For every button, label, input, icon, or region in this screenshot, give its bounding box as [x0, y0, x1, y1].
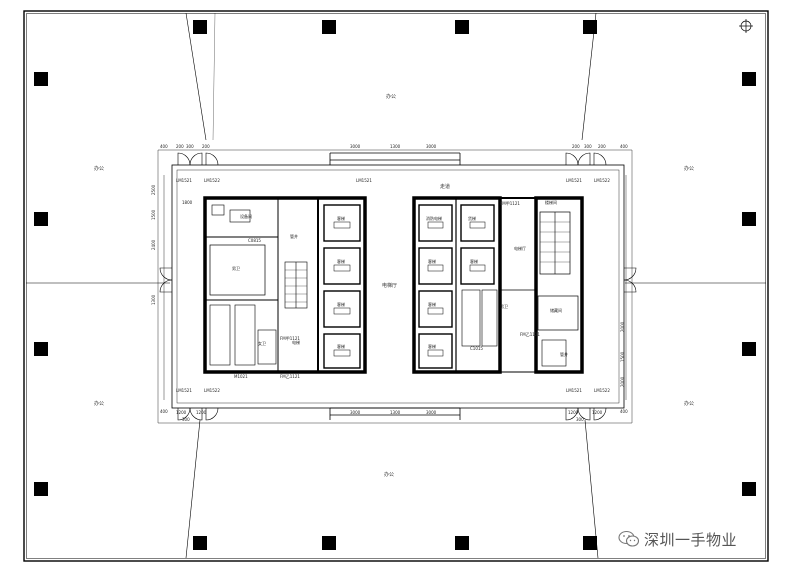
dim-text: 1300: [390, 144, 401, 149]
left-core: [203, 196, 367, 374]
dim-text: 1300: [390, 410, 401, 415]
zone-corridor: 走道: [440, 183, 450, 190]
room-labels: 客梯 客梯 客梯 客梯 消防电梯 货梯 客梯 客梯 客梯 客梯 男卫 女卫 管井…: [232, 199, 568, 357]
dim-text: 2500: [151, 184, 156, 195]
room-label: 客梯: [337, 343, 345, 349]
dim-text: 400: [620, 409, 628, 414]
watermark: 深圳一手物业: [618, 528, 784, 550]
room-label: 消防电梯: [426, 215, 442, 221]
room-label: 管井: [290, 233, 298, 239]
dim-text: 200: [202, 144, 210, 149]
dim-text: 400: [160, 409, 168, 414]
dim-text: 1800: [182, 200, 193, 205]
door-tag: LM1522: [204, 388, 220, 393]
door-tag: LM1522: [594, 388, 610, 393]
dim-text: 200: [176, 144, 184, 149]
dim-text: 2400: [151, 239, 156, 250]
door-tag: LM1521: [566, 178, 582, 183]
columns: [34, 20, 756, 550]
zone-office-sw: 办公: [94, 400, 104, 407]
dim-text: 3000: [426, 410, 437, 415]
room-label: 客梯: [428, 301, 436, 307]
door-tag: C0815: [248, 238, 261, 243]
door-tag: FM甲1121: [280, 336, 300, 341]
north-arrow-icon: [739, 19, 753, 33]
room-label: 女卫: [258, 340, 266, 346]
dim-text: 300: [576, 417, 584, 422]
room-label: 客梯: [428, 343, 436, 349]
dim-text: 200: [572, 144, 580, 149]
door-tag: FM乙1121: [280, 373, 300, 379]
room-label: 客梯: [337, 301, 345, 307]
room-label: 客梯: [428, 258, 436, 264]
door-tag: FM甲1121: [500, 201, 520, 206]
room-label: 储藏间: [550, 307, 562, 313]
dim-text: 300: [584, 144, 592, 149]
dim-text: 300: [182, 417, 190, 422]
dim-text: 1200: [176, 410, 187, 415]
dim-text: 2000: [620, 376, 625, 387]
right-core: [412, 196, 584, 374]
room-label: 货梯: [468, 215, 476, 221]
dim-text: 400: [160, 144, 168, 149]
door-tags: LM1521 LM1522 LM1521 LM1521 LM1522 LM152…: [176, 178, 610, 393]
zone-office-south: 办公: [384, 471, 394, 478]
door-tag: LM1521: [566, 388, 582, 393]
dim-text: 1300: [151, 294, 156, 305]
axis-lines: [26, 12, 766, 559]
room-label: 客梯: [337, 215, 345, 221]
door-tag: LM1521: [356, 178, 372, 183]
dim-text: 1200: [592, 410, 603, 415]
watermark-text: 深圳一手物业: [644, 530, 738, 549]
door-tag: C1015: [470, 346, 483, 351]
dim-text: 1500: [151, 209, 156, 220]
door-tag: LM1521: [176, 178, 192, 183]
door-tag: M1021: [234, 374, 248, 379]
room-label: 客梯: [337, 258, 345, 264]
zone-office-se: 办公: [684, 400, 694, 407]
zone-labels: 办公 办公 办公 办公 办公 办公 走道 电梯厅: [94, 93, 694, 478]
room-label: 设备间: [240, 213, 252, 219]
zone-office-north: 办公: [386, 93, 396, 100]
room-label: 男卫: [500, 304, 508, 309]
dim-text: 300: [186, 144, 194, 149]
room-label: 男卫: [232, 266, 240, 271]
dim-text: 3000: [350, 410, 361, 415]
wechat-icon: [618, 530, 640, 547]
dimension-lines: [157, 149, 633, 424]
dimension-labels: 200 300 200 3000 1300 3000 200 300 200 4…: [151, 144, 628, 422]
door-swings: [159, 152, 637, 421]
dim-text: 1500: [620, 351, 625, 362]
dim-text: 2000: [620, 321, 625, 332]
room-label: 管井: [560, 351, 568, 357]
door-tag: LM1522: [594, 178, 610, 183]
dim-text: 1200: [196, 410, 207, 415]
room-label: 客梯: [470, 258, 478, 264]
door-tag: FM乙1121: [520, 331, 540, 337]
zone-core: 电梯厅: [382, 282, 397, 289]
dim-text: 1200: [568, 410, 579, 415]
room-label: 楼梯间: [545, 199, 557, 205]
room-label: 电梯: [292, 339, 300, 345]
door-tag: LM1522: [204, 178, 220, 183]
zone-office-east: 办公: [684, 165, 694, 172]
outer-wall: [23, 10, 769, 562]
room-label: 电梯厅: [514, 245, 526, 251]
door-tag: LM1521: [176, 388, 192, 393]
dim-text: 200: [598, 144, 606, 149]
core-corridor-wall: [171, 152, 625, 420]
dim-text: 400: [620, 144, 628, 149]
dim-text: 3000: [426, 144, 437, 149]
dim-text: 3000: [350, 144, 361, 149]
zone-office-west: 办公: [94, 165, 104, 172]
